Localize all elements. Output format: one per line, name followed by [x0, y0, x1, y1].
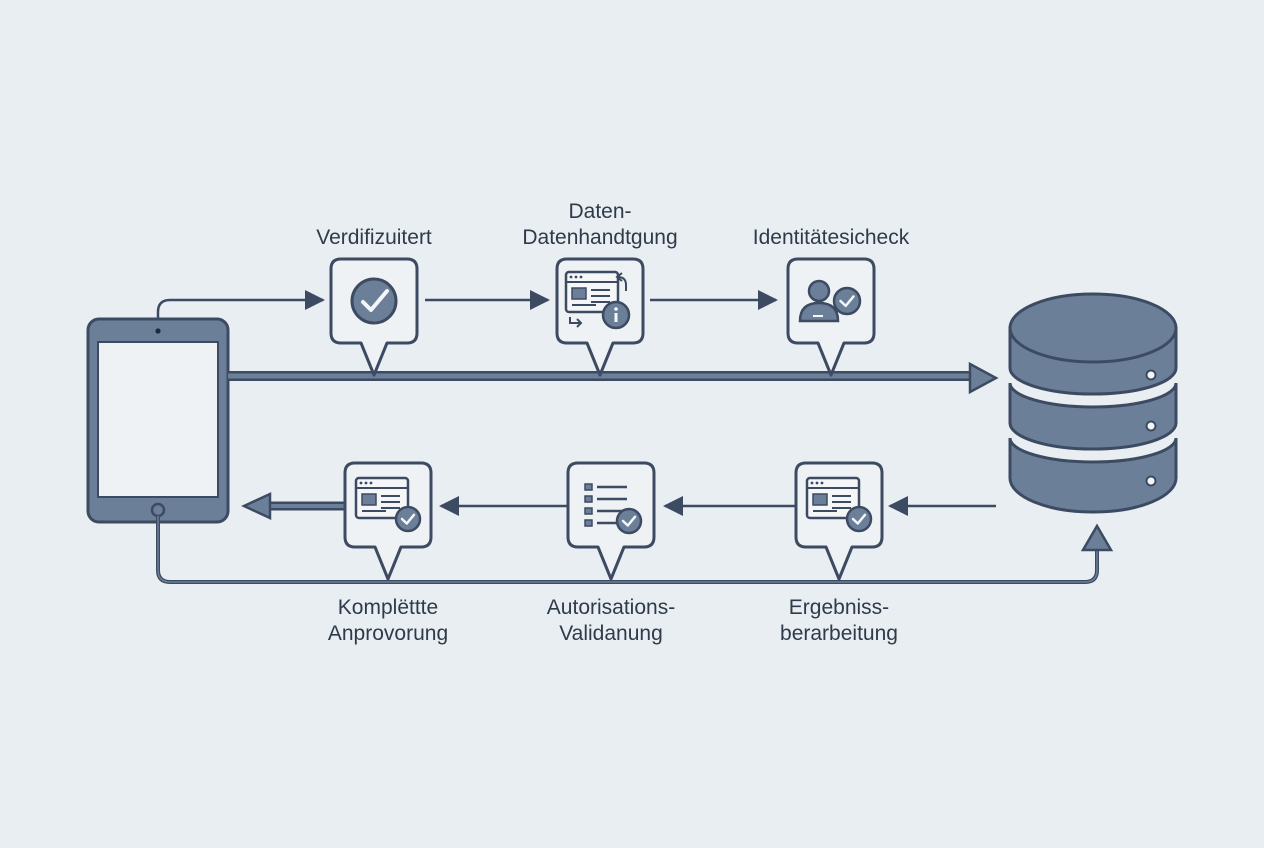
bottom-steps: KomplëttteAnprovorungAutorisations-Valid… — [328, 461, 898, 645]
step-label: Datenhandtgung — [522, 226, 677, 249]
tablet-icon — [86, 317, 230, 524]
database-icon — [1008, 292, 1178, 514]
step-label: Daten- — [568, 200, 631, 223]
step-label: Identitätesicheck — [753, 226, 910, 249]
step-card — [566, 461, 656, 581]
step-label: Verdifizuitert — [316, 226, 432, 249]
step-label: Autorisations- — [547, 596, 675, 619]
checkmark-circle-icon — [350, 277, 398, 325]
step-top-1[interactable]: Verdifizuitert — [316, 226, 432, 377]
step-bottom-2[interactable]: Autorisations- Validanung — [547, 461, 675, 645]
step-bottom-3[interactable]: Ergebniss-berarbeitung — [780, 461, 898, 645]
top-steps: Verdifizuitert Daten- Datenhandtgung Identi… — [316, 200, 910, 377]
list-check-icon — [584, 483, 643, 535]
step-top-2[interactable]: Daten- Datenhandtgung — [522, 200, 678, 377]
step-label: Komplëttte — [338, 596, 438, 619]
step-label: Anprovorung — [328, 622, 448, 645]
window-check-icon — [354, 476, 422, 533]
step-label: berarbeitung — [780, 622, 898, 645]
step-label: Validanung — [559, 622, 663, 645]
step-label: Ergebniss- — [789, 596, 889, 619]
step-top-3[interactable]: Identitätesicheck — [753, 226, 910, 377]
user-check-icon — [798, 279, 862, 323]
document-info-icon — [564, 270, 631, 330]
window-check-icon — [805, 476, 873, 533]
